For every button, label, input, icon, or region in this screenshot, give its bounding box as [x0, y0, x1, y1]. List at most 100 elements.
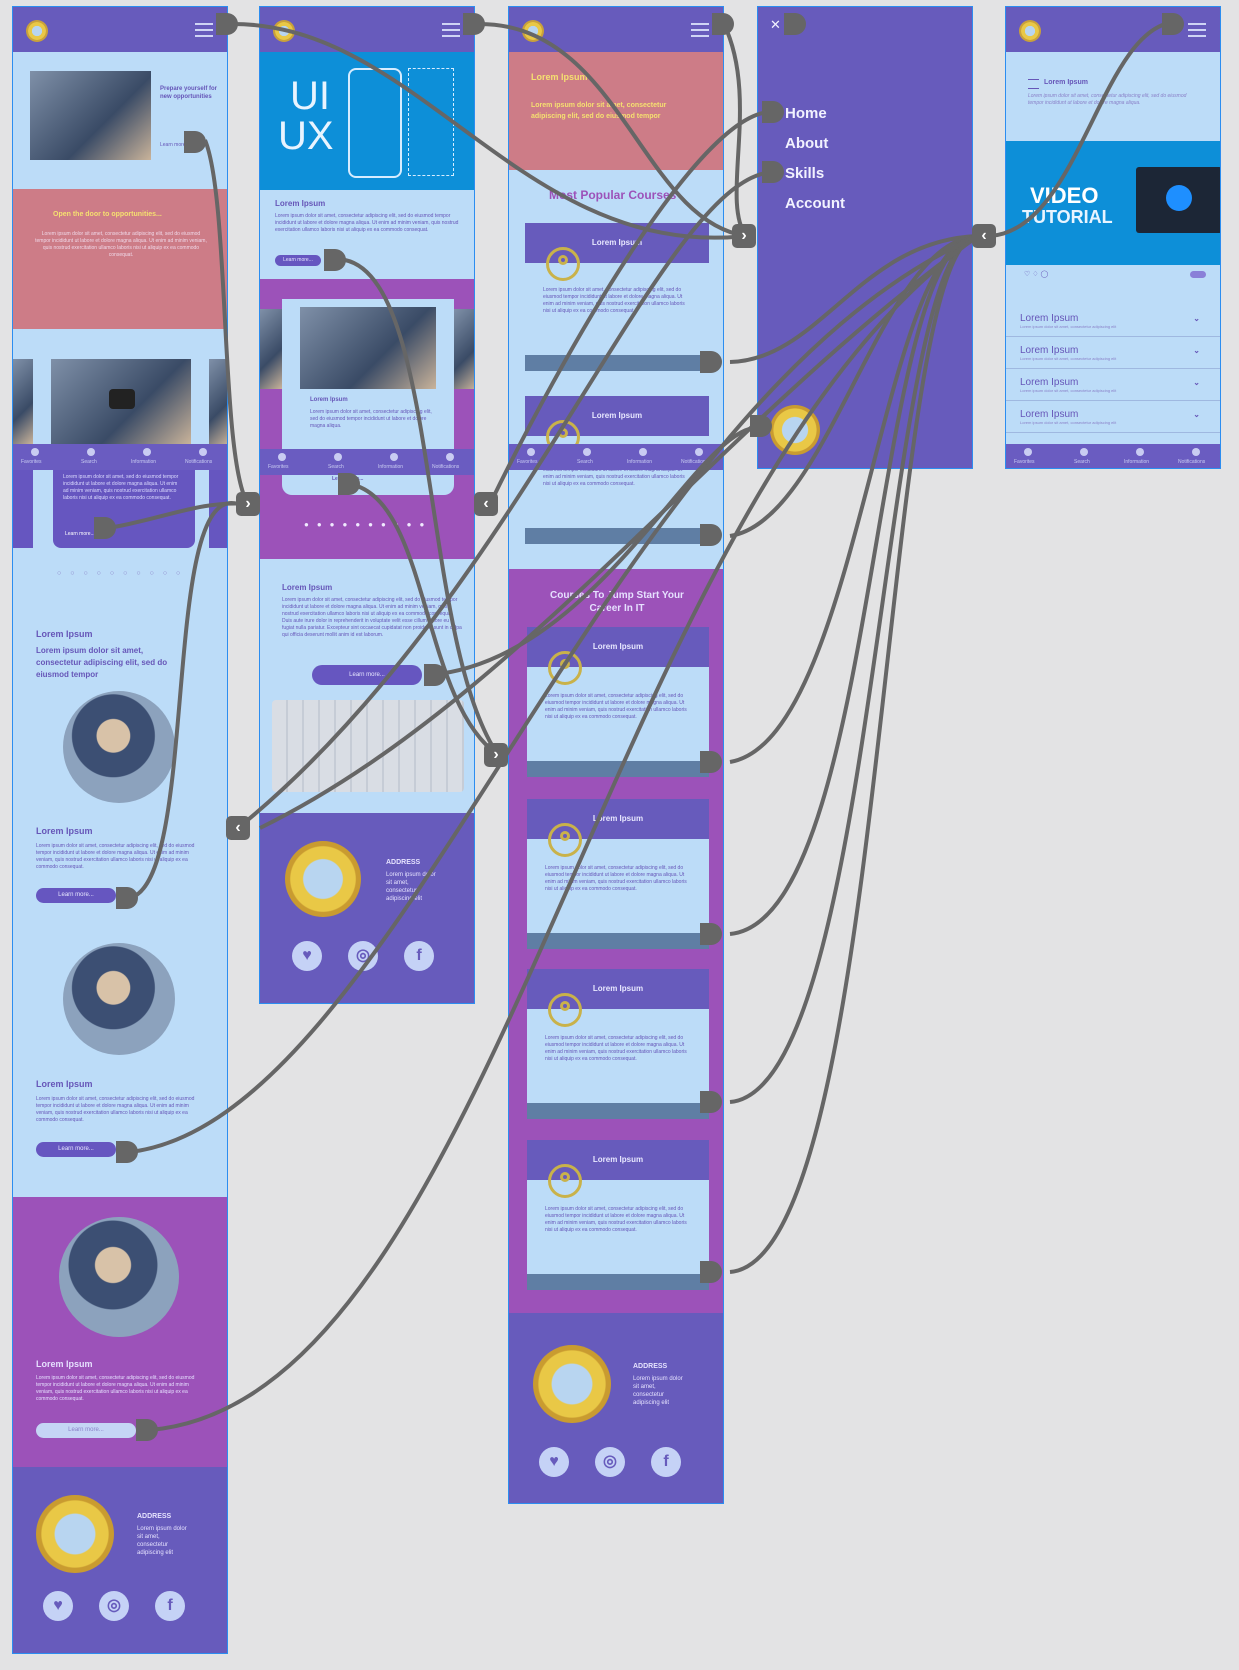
wire-handle[interactable]	[750, 415, 772, 437]
notifications-icon[interactable]	[1192, 448, 1200, 456]
wire-handle[interactable]	[324, 249, 346, 271]
carousel-card-link[interactable]: Learn more...	[65, 531, 95, 537]
wire-handle[interactable]	[184, 131, 206, 153]
twitter-icon[interactable]: ♥	[292, 941, 322, 971]
information-icon[interactable]	[390, 453, 398, 461]
chevron-right-icon[interactable]: ›	[732, 224, 756, 248]
wire-handle[interactable]	[700, 751, 722, 773]
facebook-icon[interactable]: f	[651, 1447, 681, 1477]
tab-search[interactable]: Search	[577, 459, 593, 465]
artboard-home[interactable]: Prepare yourself for new opportunities L…	[12, 6, 228, 1654]
favorites-icon[interactable]	[278, 453, 286, 461]
twitter-icon[interactable]: ♥	[43, 1591, 73, 1621]
course-card[interactable]: Lorem Ipsum Lorem ipsum dolor sit amet, …	[525, 396, 709, 544]
menu-item-about[interactable]: About	[785, 135, 829, 152]
course-card[interactable]: Lorem Ipsum Lorem ipsum dolor sit amet, …	[527, 969, 709, 1119]
wire-handle[interactable]	[463, 13, 485, 35]
instagram-icon[interactable]: ◎	[595, 1447, 625, 1477]
tab-notifications[interactable]: Notifications	[1178, 459, 1206, 465]
tab-search[interactable]: Search	[1074, 459, 1090, 465]
twitter-icon[interactable]: ♥	[539, 1447, 569, 1477]
wire-handle[interactable]	[700, 351, 722, 373]
wire-handle[interactable]	[116, 1141, 138, 1163]
carousel-dots[interactable]: ●●●●●●●●●●	[304, 520, 433, 529]
wire-handle[interactable]	[94, 517, 116, 539]
wire-handle[interactable]	[762, 101, 784, 123]
play-icon[interactable]	[1166, 185, 1192, 211]
hamburger-menu-icon[interactable]	[1188, 23, 1206, 37]
search-icon[interactable]	[334, 453, 342, 461]
course-card-footer[interactable]	[527, 761, 709, 777]
hamburger-menu-icon[interactable]	[442, 23, 460, 37]
facebook-icon[interactable]: f	[155, 1591, 185, 1621]
tab-notifications[interactable]: Notifications	[681, 459, 709, 465]
item2-button[interactable]: Learn more...	[36, 1142, 116, 1157]
carousel-dots[interactable]: ○○○○○○○○○○	[57, 570, 190, 577]
intro-link-button[interactable]: Learn more...	[275, 255, 321, 266]
wire-handle[interactable]	[784, 13, 806, 35]
video-banner[interactable]: VIDEO TUTORIAL	[1006, 141, 1220, 265]
item1-button[interactable]: Learn more...	[36, 888, 116, 903]
wire-handle[interactable]	[700, 1261, 722, 1283]
chevron-right-icon[interactable]: ›	[236, 492, 260, 516]
wire-handle[interactable]	[338, 473, 360, 495]
course-card-footer[interactable]	[527, 1274, 709, 1290]
logo-icon[interactable]	[26, 20, 48, 42]
favorites-icon[interactable]	[31, 448, 39, 456]
wire-handle[interactable]	[116, 887, 138, 909]
course-card-footer[interactable]	[527, 933, 709, 949]
tab-notifications[interactable]: Notifications	[432, 464, 460, 470]
chevron-down-icon[interactable]: ⌄	[1193, 346, 1200, 355]
notifications-icon[interactable]	[695, 448, 703, 456]
wire-handle[interactable]	[1162, 13, 1184, 35]
wire-handle[interactable]	[700, 524, 722, 546]
tab-information[interactable]: Information	[627, 459, 653, 465]
chevron-down-icon[interactable]: ⌄	[1193, 410, 1200, 419]
video-actions[interactable]: ♡ ♢ ◯	[1024, 271, 1049, 278]
course-card[interactable]: Lorem Ipsum Lorem ipsum dolor sit amet, …	[527, 799, 709, 949]
search-icon[interactable]	[87, 448, 95, 456]
menu-item-home[interactable]: Home	[785, 105, 827, 122]
tab-favorites[interactable]: Favorites	[517, 459, 538, 465]
tab-information[interactable]: Information	[1124, 459, 1150, 465]
notifications-icon[interactable]	[446, 453, 454, 461]
search-icon[interactable]	[1080, 448, 1088, 456]
chevron-left-icon[interactable]: ‹	[972, 224, 996, 248]
artboard-menu[interactable]: ✕ Home About Skills Account	[757, 6, 973, 469]
course-card[interactable]: Lorem Ipsum Lorem ipsum dolor sit amet, …	[525, 223, 709, 371]
close-icon[interactable]: ✕	[770, 17, 781, 32]
wire-handle[interactable]	[700, 923, 722, 945]
hamburger-menu-icon[interactable]	[195, 23, 213, 37]
notifications-icon[interactable]	[199, 448, 207, 456]
hamburger-menu-icon[interactable]	[691, 23, 709, 37]
chevron-left-icon[interactable]: ‹	[474, 492, 498, 516]
chevron-right-icon[interactable]: ›	[484, 743, 508, 767]
course-card[interactable]: Lorem Ipsum Lorem ipsum dolor sit amet, …	[527, 1140, 709, 1290]
logo-icon[interactable]	[1019, 20, 1041, 42]
wire-handle[interactable]	[700, 1091, 722, 1113]
facebook-icon[interactable]: f	[404, 941, 434, 971]
course-card-footer[interactable]	[525, 528, 709, 544]
chevron-left-icon[interactable]: ‹	[226, 816, 250, 840]
tab-favorites[interactable]: Favorites	[1014, 459, 1035, 465]
artboard-video[interactable]: Lorem Ipsum Lorem ipsum dolor sit amet, …	[1005, 6, 1221, 469]
carousel-video-photo[interactable]	[51, 359, 191, 444]
artboard-ui-ux[interactable]: UI UX Lorem Ipsum Lorem ipsum dolor sit …	[259, 6, 475, 1004]
wire-handle[interactable]	[424, 664, 446, 686]
course-card-footer[interactable]	[525, 355, 709, 371]
favorites-icon[interactable]	[1024, 448, 1032, 456]
item3-button[interactable]: Learn more...	[36, 1423, 136, 1438]
tab-search[interactable]: Search	[81, 459, 97, 465]
information-icon[interactable]	[639, 448, 647, 456]
course-card[interactable]: Lorem Ipsum Lorem ipsum dolor sit amet, …	[527, 627, 709, 777]
wire-handle[interactable]	[136, 1419, 158, 1441]
course-card-footer[interactable]	[527, 1103, 709, 1119]
information-icon[interactable]	[1136, 448, 1144, 456]
tab-favorites[interactable]: Favorites	[21, 459, 42, 465]
wire-handle[interactable]	[216, 13, 238, 35]
menu-item-account[interactable]: Account	[785, 195, 845, 212]
